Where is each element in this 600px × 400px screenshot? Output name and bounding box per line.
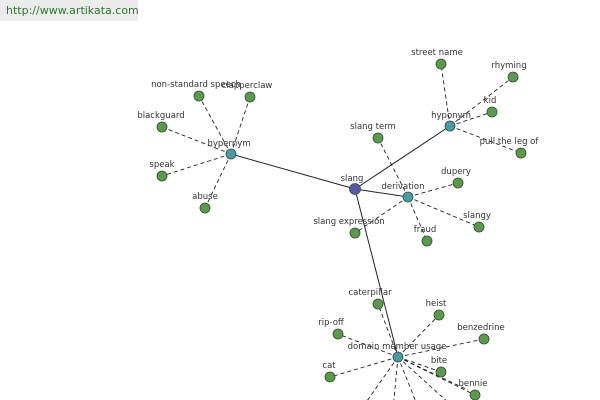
edge-hypernym-abuse xyxy=(204,153,232,209)
edge-hyponym-kid xyxy=(449,111,493,127)
node-label-clapperclaw[interactable]: clapperclaw xyxy=(222,81,273,91)
edge-domain-member-usage-rip-off xyxy=(337,333,399,358)
node-label-domain-member-usage[interactable]: domain member usage xyxy=(348,342,447,352)
node-label-fraud[interactable]: fraud xyxy=(414,225,436,235)
leaf-node-heist[interactable] xyxy=(433,309,445,321)
leaf-node-clapperclaw[interactable] xyxy=(244,91,256,103)
node-label-pull-the-leg-of[interactable]: pull the leg of xyxy=(480,137,540,147)
site-banner: http://www.artikata.com xyxy=(0,0,139,21)
edge-domain-member-usage-caterpillar xyxy=(377,303,399,358)
center-node-slang[interactable] xyxy=(349,183,361,195)
node-label-blackguard[interactable]: blackguard xyxy=(137,111,184,121)
hub-node-derivation[interactable] xyxy=(402,191,414,203)
leaf-node-bite[interactable] xyxy=(435,366,447,378)
edge-hypernym-clapperclaw xyxy=(230,96,251,155)
edge-hyponym-street-name xyxy=(440,63,451,127)
leaf-node-dupery[interactable] xyxy=(452,177,464,189)
graph-nodes xyxy=(156,58,527,400)
node-label-benzedrine[interactable]: benzedrine xyxy=(457,323,505,333)
leaf-node-speak[interactable] xyxy=(156,170,168,182)
edge-domain-member-usage-benzedrine xyxy=(397,338,485,358)
edge-slang-domain-member-usage xyxy=(354,188,399,358)
leaf-node-fraud[interactable] xyxy=(421,235,433,247)
node-label-hypernym[interactable]: hypernym xyxy=(207,139,250,149)
node-label-slang-expression[interactable]: slang expression xyxy=(313,217,384,227)
edge-hyponym-rhyming xyxy=(449,76,514,127)
node-label-slangy[interactable]: slangy xyxy=(463,211,491,221)
hub-node-hypernym[interactable] xyxy=(225,148,237,160)
leaf-node-slang-expression[interactable] xyxy=(349,227,361,239)
edge-domain-member-usage-offscreen-2 xyxy=(393,356,399,400)
edge-domain-member-usage-bite xyxy=(397,356,442,373)
node-label-rhyming[interactable]: rhyming xyxy=(491,61,526,71)
node-label-heist[interactable]: heist xyxy=(426,299,447,309)
node-label-rip-off[interactable]: rip-off xyxy=(318,318,345,328)
leaf-node-slangy[interactable] xyxy=(473,221,485,233)
leaf-node-street-name[interactable] xyxy=(435,58,447,70)
leaf-node-caterpillar[interactable] xyxy=(372,298,384,310)
edge-slang-derivation xyxy=(354,188,409,198)
graph-edges xyxy=(161,63,522,400)
edge-domain-member-usage-offscreen-4 xyxy=(397,356,447,400)
hub-node-hyponym[interactable] xyxy=(444,120,456,132)
edge-derivation-dupery xyxy=(407,182,459,198)
node-label-slang[interactable]: slang xyxy=(341,174,364,184)
node-label-hyponym[interactable]: hyponym xyxy=(431,111,471,121)
edge-slang-hyponym xyxy=(354,125,451,190)
node-label-cat[interactable]: cat xyxy=(322,361,336,371)
node-label-speak[interactable]: speak xyxy=(149,160,174,170)
node-label-bite[interactable]: bite xyxy=(431,356,447,366)
leaf-node-slang-term[interactable] xyxy=(372,132,384,144)
leaf-node-bennie[interactable] xyxy=(469,389,481,400)
edge-domain-member-usage-offscreen-3 xyxy=(397,356,416,400)
edge-domain-member-usage-offscreen-5 xyxy=(397,356,469,391)
node-label-caterpillar[interactable]: caterpillar xyxy=(348,288,392,298)
edge-domain-member-usage-heist xyxy=(397,314,440,358)
site-url-link[interactable]: http://www.artikata.com xyxy=(6,4,139,17)
node-label-derivation[interactable]: derivation xyxy=(381,182,424,192)
hub-node-domain-member-usage[interactable] xyxy=(392,351,404,363)
leaf-node-abuse[interactable] xyxy=(199,202,211,214)
node-label-non-standard-speech[interactable]: non-standard speech xyxy=(151,80,241,90)
edge-slang-hypernym xyxy=(230,153,356,190)
node-label-bennie[interactable]: bennie xyxy=(459,379,488,389)
edge-domain-member-usage-offscreen-1 xyxy=(367,356,399,400)
edge-hyponym-pull-the-leg-of xyxy=(449,125,522,154)
leaf-node-rhyming[interactable] xyxy=(507,71,519,83)
leaf-node-blackguard[interactable] xyxy=(156,121,168,133)
leaf-node-benzedrine[interactable] xyxy=(478,333,490,345)
edge-derivation-slangy xyxy=(407,196,480,228)
leaf-node-rip-off[interactable] xyxy=(332,328,344,340)
edge-hypernym-blackguard xyxy=(161,126,232,155)
edge-derivation-slang-expression xyxy=(354,196,409,234)
node-label-street-name[interactable]: street name xyxy=(411,48,463,58)
node-label-dupery[interactable]: dupery xyxy=(441,167,471,177)
edge-domain-member-usage-cat xyxy=(329,356,399,378)
edge-derivation-fraud xyxy=(407,196,428,242)
node-label-slang-term[interactable]: slang term xyxy=(350,122,396,132)
leaf-node-kid[interactable] xyxy=(486,106,498,118)
leaf-node-pull-the-leg-of[interactable] xyxy=(515,147,527,159)
edge-hypernym-speak xyxy=(161,153,232,177)
node-label-kid[interactable]: kid xyxy=(484,96,497,106)
leaf-node-non-standard-speech[interactable] xyxy=(193,90,205,102)
node-label-abuse[interactable]: abuse xyxy=(192,192,218,202)
leaf-node-cat[interactable] xyxy=(324,371,336,383)
